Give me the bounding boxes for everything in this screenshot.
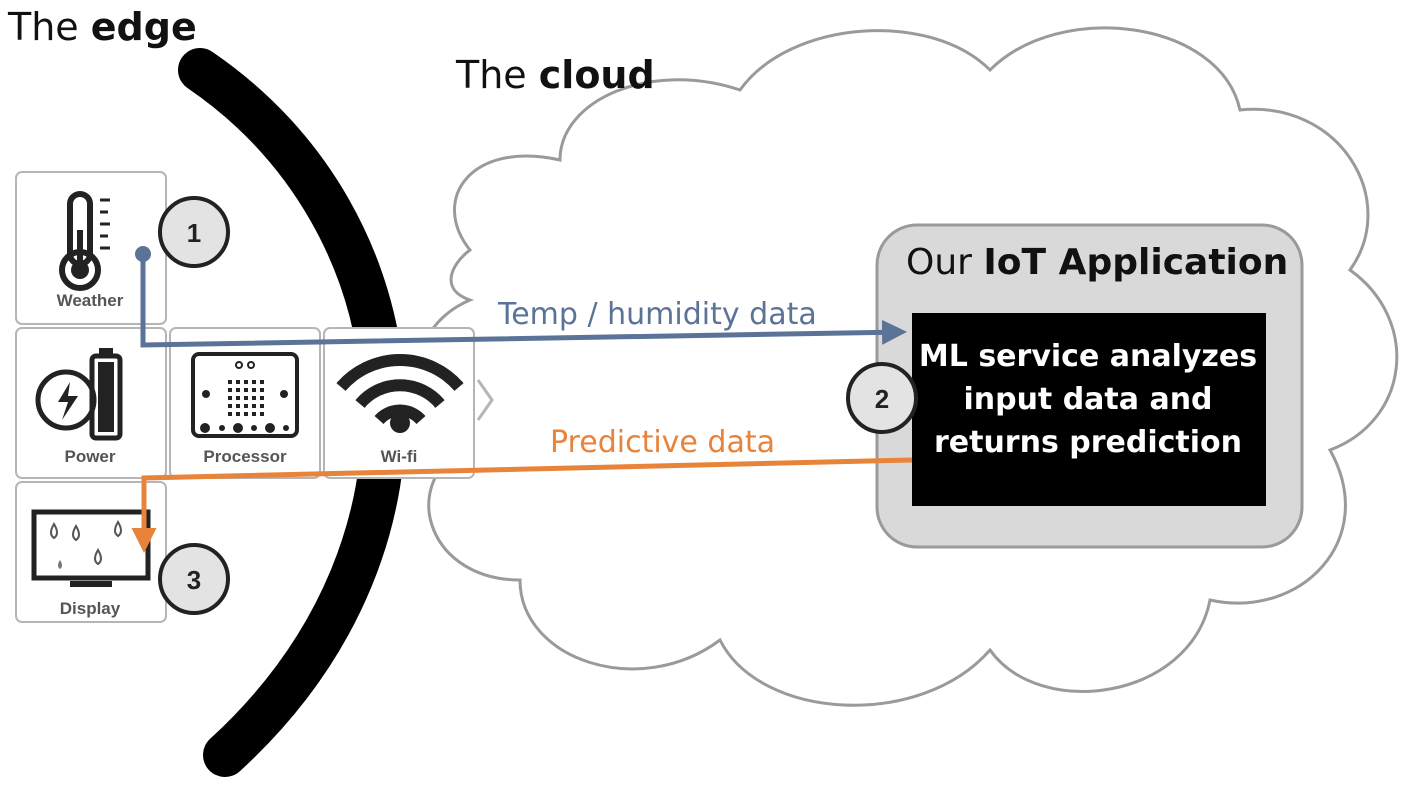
svg-text:2: 2 — [875, 384, 889, 414]
wifi-label: Wi-fi — [381, 447, 418, 466]
download-flow: Predictive data — [131, 425, 913, 553]
processor-label: Processor — [203, 447, 287, 466]
module-power: Power — [15, 327, 167, 479]
download-flow-label: Predictive data — [550, 425, 775, 460]
step-badge-3: 3 — [158, 543, 230, 615]
upload-flow-label: Temp / humidity data — [497, 297, 817, 332]
step-badge-2: 2 — [846, 362, 918, 434]
wifi-icon — [336, 354, 464, 433]
ml-service-line-2: input data and — [963, 382, 1212, 417]
module-processor: Processor — [169, 327, 321, 479]
step-badge-1: 1 — [158, 196, 230, 268]
module-wifi: Wi-fi — [323, 327, 494, 479]
iot-application-title: Our IoT Application — [906, 242, 1288, 283]
svg-text:3: 3 — [187, 565, 201, 595]
cloud-title: The cloud — [455, 53, 655, 97]
thermometer-icon — [59, 191, 110, 291]
edge-title: The edge — [7, 5, 197, 49]
display-label: Display — [60, 599, 121, 618]
upload-flow: Temp / humidity data — [135, 246, 907, 348]
ml-service-line-1: ML service analyzes — [919, 339, 1257, 374]
iot-application-box: Our IoT Application ML service analyzes … — [875, 223, 1304, 549]
ml-service-line-3: returns prediction — [934, 425, 1242, 460]
ml-service-box — [912, 313, 1266, 506]
battery-icon — [35, 348, 123, 441]
weather-label: Weather — [57, 291, 124, 310]
microbit-icon — [191, 352, 299, 438]
power-label: Power — [64, 447, 115, 466]
svg-text:1: 1 — [187, 218, 201, 248]
module-weather: Weather — [15, 171, 167, 325]
